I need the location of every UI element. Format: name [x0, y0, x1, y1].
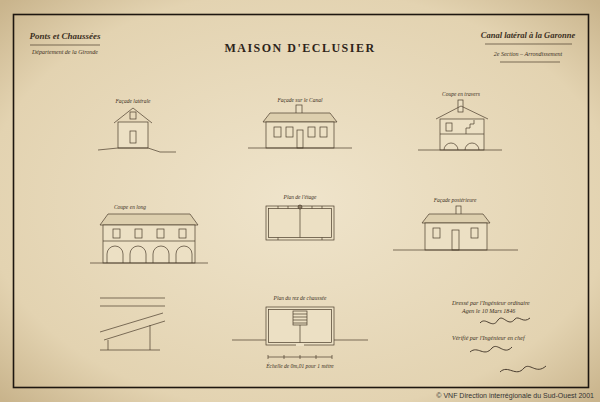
- department-name: Département de la Gironde: [32, 49, 98, 56]
- sheet-title: MAISON D'ECLUSIER: [224, 42, 375, 55]
- view-label: Façade sur le Canal: [277, 97, 322, 103]
- signature-note: Dressé par l'Ingénieur ordinaire: [452, 300, 530, 307]
- view-label: Coupe en long: [114, 204, 146, 210]
- view-label: Façade latérale: [116, 98, 151, 104]
- view-label: Coupe en travers: [442, 91, 480, 97]
- view-label: Plan du rez de chaussée: [274, 295, 327, 301]
- section-name: 2e Section – Arrondissement: [494, 51, 563, 58]
- signature-note: Agen le 10 Mars 1846: [462, 308, 515, 315]
- project-heading: Canal latéral à la Garonne: [481, 31, 575, 40]
- view-label: Façade postérieure: [434, 197, 477, 203]
- view-label: Plan de l'étage: [284, 194, 317, 200]
- signature-note: Vérifié par l'Ingénieur en chef: [452, 335, 525, 342]
- department-heading: Ponts et Chaussées: [29, 32, 100, 42]
- copyright-note: © VNF Direction interrégionale du Sud-Ou…: [436, 392, 594, 400]
- scale-note: Échelle de 0m,01 pour 1 mètre: [266, 363, 334, 369]
